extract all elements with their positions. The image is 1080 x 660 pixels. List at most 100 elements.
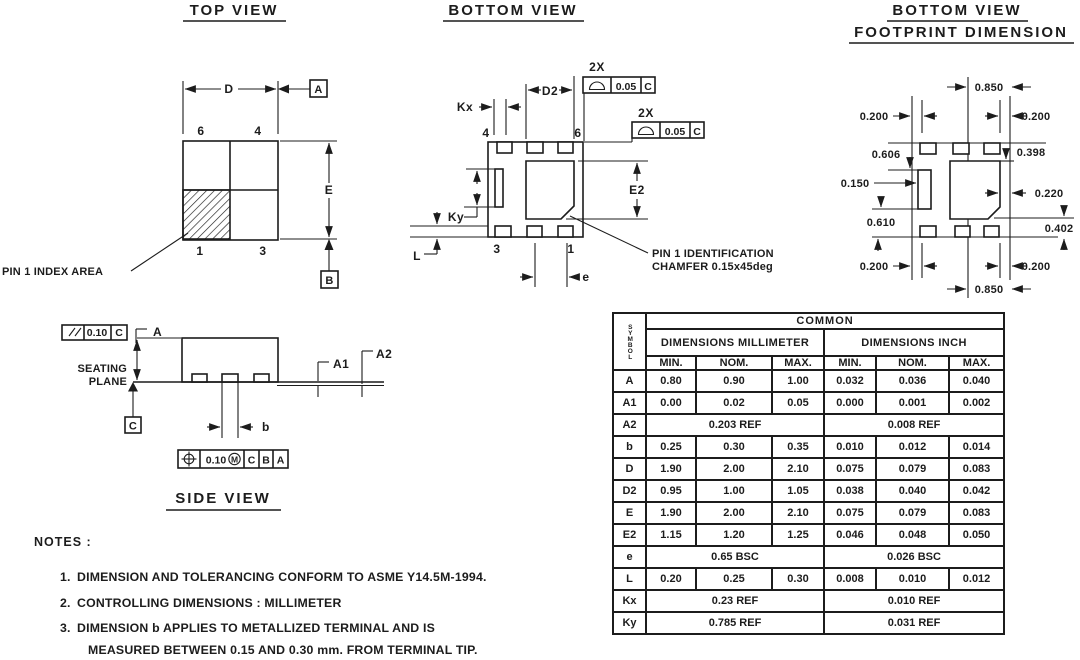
fp-dim: 0.398 <box>1017 147 1046 159</box>
svg-text:0.05: 0.05 <box>616 81 637 93</box>
table-cell: 0.25 <box>695 567 773 591</box>
mm-header: DIMENSIONS MILLIMETER <box>645 328 825 357</box>
svg-text:A: A <box>277 455 285 467</box>
row-symbol: L <box>612 567 647 591</box>
dim-A1: A1 <box>317 357 349 381</box>
table-cell: 0.032 <box>823 369 877 393</box>
material-condition-icon <box>228 452 241 466</box>
col-header: MIN. <box>823 355 877 371</box>
dim-E: E <box>280 140 337 240</box>
table-cell: 0.02 <box>695 391 773 415</box>
dim-Kx: Kx <box>457 99 521 135</box>
fp-dim: 0.606 <box>872 149 901 161</box>
svg-text:C: C <box>644 81 652 93</box>
row-symbol: A2 <box>612 413 647 437</box>
datum-A: A <box>278 79 328 98</box>
pin-number: 6 <box>197 124 204 138</box>
row-symbol: e <box>612 545 647 569</box>
profile-fcf-1: 2X 0.05 C <box>582 60 656 141</box>
fp-dim: 0.402 <box>1045 223 1074 235</box>
svg-text:B: B <box>325 275 333 287</box>
dimensions-table: SYMBOL COMMON DIMENSIONS MILLIMETER DIME… <box>612 312 1006 635</box>
datum-arrow-icon <box>324 239 334 250</box>
table-cell: 0.002 <box>947 391 1006 415</box>
table-cell: 1.00 <box>771 369 825 393</box>
col-header: MAX. <box>947 355 1006 371</box>
table-cell: 0.014 <box>947 435 1006 459</box>
table-cell: 2.00 <box>695 457 773 481</box>
table-cell: 0.083 <box>947 457 1006 481</box>
side-view-body <box>133 337 384 397</box>
side-view-title: SIDE VIEW <box>175 490 271 507</box>
svg-text:b: b <box>262 420 270 434</box>
svg-text:D: D <box>224 82 233 96</box>
table-cell: 0.010 <box>875 567 950 591</box>
note-item-continued: MEASURED BETWEEN 0.15 AND 0.30 mm. FROM … <box>88 643 478 657</box>
fp-dim: 0.220 <box>1035 188 1064 200</box>
top-view: TOP VIEW 6 4 1 3 D A <box>2 2 339 289</box>
table-cell: 2.10 <box>771 501 825 525</box>
exposed-pad <box>525 160 575 220</box>
svg-text:D2: D2 <box>542 84 558 98</box>
table-cell: 0.010 <box>823 435 877 459</box>
dim-b: b <box>207 382 270 438</box>
table-cell: 0.23 REF <box>645 589 825 613</box>
table-cell: 0.000 <box>823 391 877 415</box>
col-header: MAX. <box>771 355 825 371</box>
table-cell: 0.075 <box>823 501 877 525</box>
fp-dim: 0.200 <box>1022 111 1051 123</box>
table-cell: 0.079 <box>875 501 950 525</box>
col-header: MIN. <box>645 355 697 371</box>
svg-text:E: E <box>325 183 334 197</box>
parallelism-icon <box>74 327 82 337</box>
datum-arrow-icon <box>278 84 289 94</box>
table-cell: 0.040 <box>947 369 1006 393</box>
datum-arrow-icon <box>128 382 138 392</box>
position-icon <box>181 451 197 467</box>
table-cell: 0.031 REF <box>822 611 1006 635</box>
side-wettable-pad <box>494 168 504 208</box>
bottom-view-title: BOTTOM VIEW <box>448 2 577 19</box>
table-cell: 2.10 <box>771 457 825 481</box>
table-cell: 1.15 <box>645 523 697 547</box>
pin-number: 1 <box>196 244 203 258</box>
pin1-index-hatch <box>182 189 231 240</box>
fp-dim: 0.150 <box>841 178 870 190</box>
footprint-title-1: BOTTOM VIEW <box>892 2 1021 19</box>
table-cell: 0.203 REF <box>645 413 825 437</box>
svg-text:C: C <box>129 421 137 433</box>
fp-dim: 0.200 <box>1022 261 1051 273</box>
svg-text:A2: A2 <box>376 347 392 361</box>
dim-L: L <box>410 212 488 263</box>
row-symbol: E2 <box>612 523 647 547</box>
dim-D2: D2 <box>525 76 575 139</box>
common-header: COMMON <box>644 312 1006 330</box>
svg-text:M: M <box>231 455 238 465</box>
table-cell: 0.25 <box>645 435 697 459</box>
svg-text:Ky: Ky <box>448 210 464 224</box>
table-cell: 0.038 <box>823 479 877 503</box>
table-cell: 0.20 <box>645 567 697 591</box>
table-cell: 1.90 <box>645 457 697 481</box>
table-cell: 1.20 <box>695 523 773 547</box>
table-cell: 1.00 <box>695 479 773 503</box>
dim-E2: E2 <box>566 160 648 220</box>
row-symbol: b <box>612 435 647 459</box>
dim-A: A <box>133 325 181 381</box>
dim-e: e <box>520 243 589 287</box>
svg-text:CHAMFER 0.15x45deg: CHAMFER 0.15x45deg <box>652 261 773 273</box>
fp-dim: 0.850 <box>975 284 1004 296</box>
dim-Ky: Ky <box>448 168 497 224</box>
table-cell: 0.65 BSC <box>645 545 825 569</box>
svg-text:C: C <box>248 455 256 467</box>
